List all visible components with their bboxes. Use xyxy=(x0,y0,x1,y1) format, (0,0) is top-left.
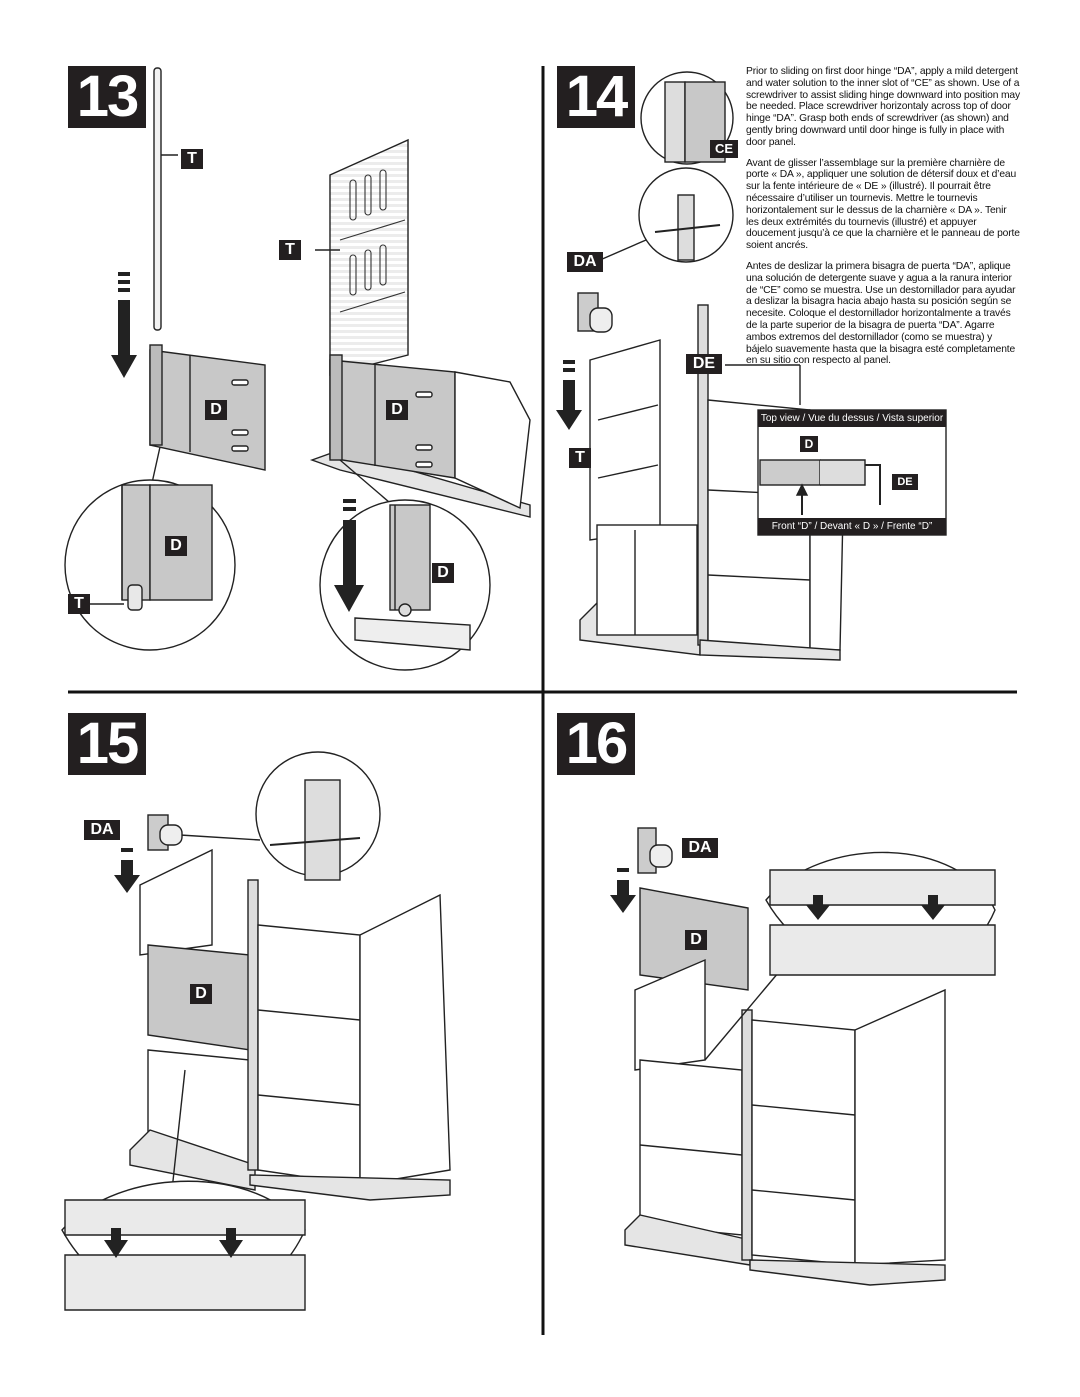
label-da: DA xyxy=(682,838,718,858)
topview-title: Top view / Vue du dessus / Vista superio… xyxy=(758,410,946,427)
label-da: DA xyxy=(567,252,603,272)
label-d: D xyxy=(432,563,454,583)
step-13-number: 13 xyxy=(68,66,146,128)
label-d: D xyxy=(685,930,707,950)
label-d: D xyxy=(190,984,212,1004)
instructions-es: Antes de deslizar la primera bisagra de … xyxy=(746,260,1016,367)
label-d: D xyxy=(205,400,227,420)
hinge-da-16 xyxy=(637,827,673,874)
label-t: T xyxy=(279,240,301,260)
step-15-number: 15 xyxy=(68,713,146,775)
label-ce: CE xyxy=(710,140,738,158)
label-t: T xyxy=(569,448,591,468)
label-d: D xyxy=(800,436,818,452)
label-t: T xyxy=(181,149,203,169)
step-15-illustration xyxy=(61,751,451,1311)
step-16-illustration xyxy=(610,827,996,1286)
label-d: D xyxy=(386,400,408,420)
label-de: DE xyxy=(892,474,918,490)
step-14-number: 14 xyxy=(557,66,635,128)
instructions-fr: Avant de glisser l’assemblage sur la pre… xyxy=(746,157,1020,252)
label-da: DA xyxy=(84,820,120,840)
instructions-block: Prior to sliding on first door hinge “DA… xyxy=(746,66,1020,367)
hinge-da-15 xyxy=(147,814,183,851)
rod-t xyxy=(153,67,162,331)
hinge-da xyxy=(577,292,613,333)
step-16-number: 16 xyxy=(557,713,635,775)
topview-front: Front “D” / Devant « D » / Frente “D” xyxy=(758,518,946,535)
down-arrow xyxy=(111,272,137,378)
instructions-en: Prior to sliding on first door hinge “DA… xyxy=(746,66,1020,148)
label-de: DE xyxy=(686,354,722,374)
step-14-illustration xyxy=(556,71,947,661)
label-t: T xyxy=(68,594,90,614)
step-13-illustration xyxy=(64,67,531,671)
label-d: D xyxy=(165,536,187,556)
